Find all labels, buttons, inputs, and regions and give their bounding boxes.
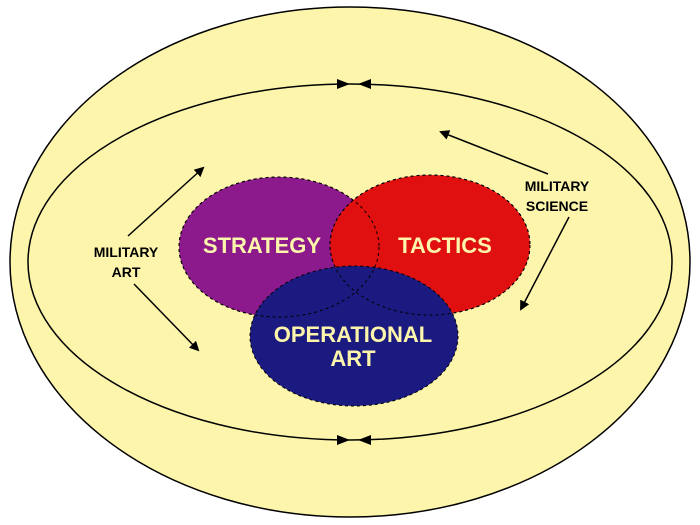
operational-art-label-line1: OPERATIONAL xyxy=(274,322,432,347)
tactics-outline xyxy=(329,174,531,316)
cycle-arrow-top xyxy=(337,79,371,89)
strategy-outline xyxy=(178,176,380,318)
strategy-label: STRATEGY xyxy=(203,233,321,258)
operational-art-circle xyxy=(249,265,459,407)
military-art-label-line2: ART xyxy=(112,264,141,280)
operational-art-label-line2: ART xyxy=(330,346,376,371)
cycle-arrow-bottom xyxy=(337,435,371,445)
tactics-label: TACTICS xyxy=(398,233,492,258)
military-science-label-line2: SCIENCE xyxy=(526,198,588,214)
arrow-icon xyxy=(520,216,570,311)
arrow-icon xyxy=(127,166,205,237)
military-art-label-line1: MILITARY xyxy=(94,244,159,260)
arrow-icon xyxy=(439,130,549,175)
military-science-label-line1: MILITARY xyxy=(525,178,590,194)
arrow-icon xyxy=(133,283,200,352)
